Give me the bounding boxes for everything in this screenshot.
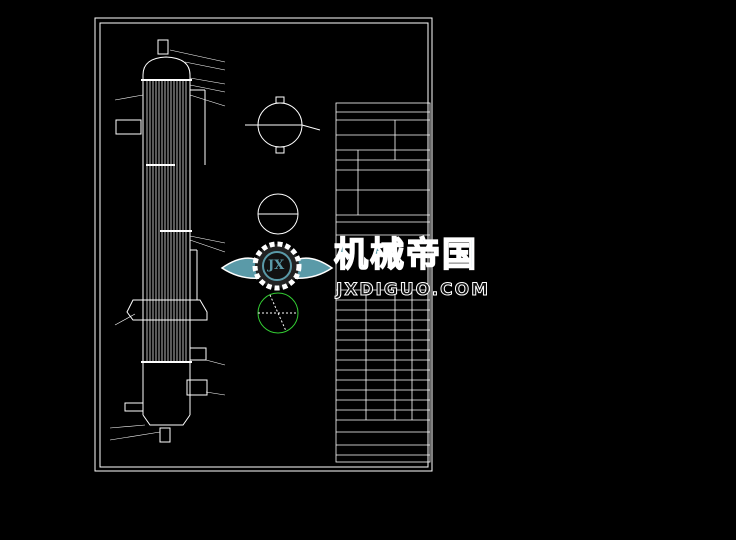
column-vessel — [115, 39, 208, 443]
watermark-logo — [220, 241, 334, 291]
section-view-tubesheet-2 — [257, 292, 299, 334]
title-block-table — [335, 102, 431, 463]
drawing-frame-inner — [99, 22, 429, 468]
leader-lines — [109, 49, 226, 441]
watermark-logo-text: JX — [268, 258, 285, 273]
section-view-top — [245, 96, 321, 154]
watermark-url: JXDIGUO.COM — [335, 280, 491, 300]
watermark-title: 机械帝国 — [333, 235, 478, 275]
drawing-frame-outer — [94, 17, 433, 472]
section-view-tubesheet-1 — [257, 193, 299, 235]
